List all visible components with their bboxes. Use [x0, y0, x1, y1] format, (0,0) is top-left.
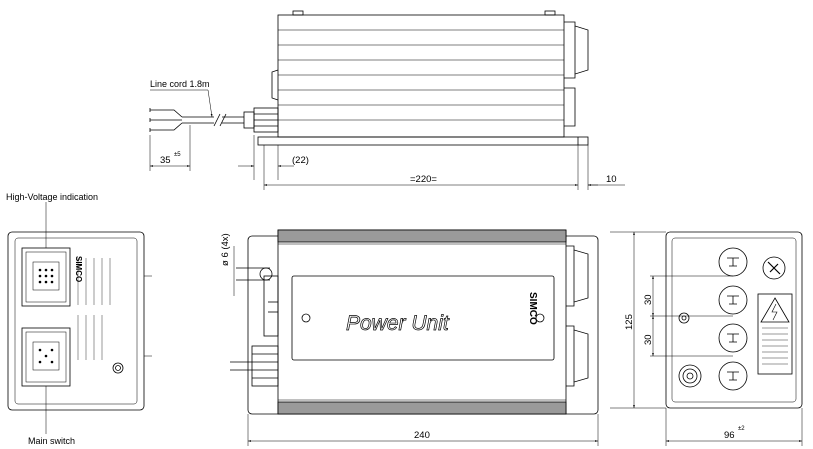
dim-flange-10: 10 [606, 174, 617, 185]
dim-width-96-tol: ±2 [738, 426, 745, 432]
line-cord-label: Line cord 1.8m [150, 79, 210, 89]
dim-length-220: =220= [410, 174, 437, 185]
dim-length-240: 240 [414, 430, 430, 441]
left-end-view [7, 202, 152, 434]
power-unit-label: Power Unit [346, 312, 450, 335]
high-voltage-indication-label: High-Voltage indication [6, 192, 98, 202]
front-view [230, 229, 599, 446]
dim-spacing-30-b: 30 [643, 334, 654, 345]
side-view [149, 10, 625, 190]
switch-dots [38, 348, 54, 364]
dim-spacing-30-a: 30 [643, 294, 654, 305]
dim-width-96: 96 [724, 430, 735, 441]
dim-height-125: 125 [624, 314, 635, 330]
dim-cord-strip: 35 [160, 155, 171, 166]
front-brand-mark: SIMCO [527, 292, 538, 325]
right-end-view [610, 231, 803, 446]
upper-display-dots [38, 268, 54, 284]
socket-symbols [727, 257, 781, 381]
dim-offset-22: (22) [292, 155, 309, 166]
left-brand-mark: SIMCO [74, 256, 83, 282]
dim-cord-strip-tol: ±5 [174, 152, 181, 158]
main-switch-label: Main switch [28, 436, 75, 446]
dim-hole-dia: ø 6 (4x) [220, 233, 231, 266]
